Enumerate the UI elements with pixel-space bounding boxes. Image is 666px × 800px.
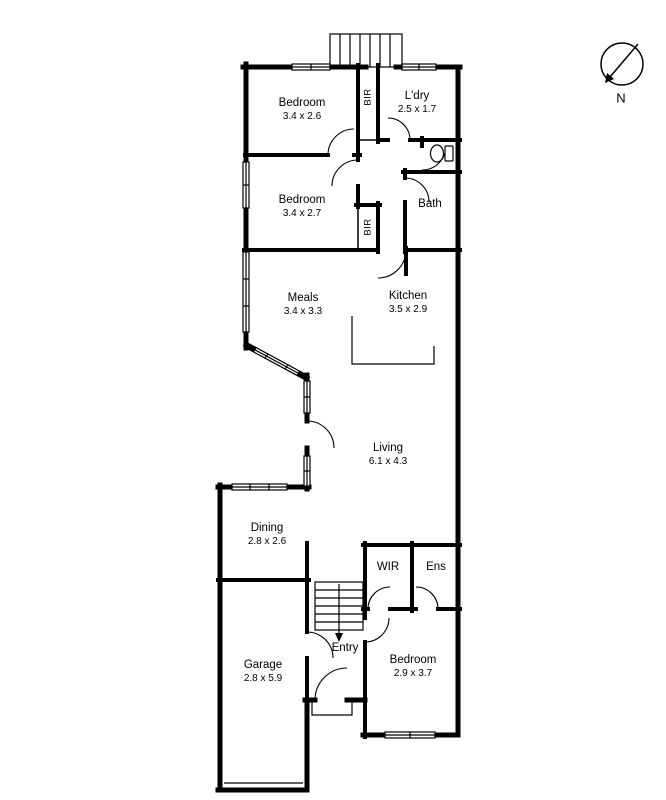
- room-label-kitchen: Kitchen 3.5 x 2.9: [389, 290, 427, 316]
- room-dims: 3.4 x 3.3: [283, 305, 323, 317]
- room-name: L'dry: [404, 90, 430, 103]
- room-dims: 3.4 x 2.6: [282, 110, 322, 122]
- room-name: Bath: [418, 198, 442, 211]
- room-name: Garage: [243, 659, 283, 672]
- room-label-garage: Garage 2.8 x 5.9: [244, 659, 282, 685]
- compass-north-label: N: [616, 90, 626, 106]
- room-label-dining: Dining 2.8 x 2.6: [248, 522, 286, 548]
- room-name: Meals: [287, 292, 319, 305]
- room-label-laundry: L'dry 2.5 x 1.7: [398, 90, 436, 116]
- room-label-bedroom-2: Bedroom 3.4 x 2.7: [279, 194, 326, 220]
- toilet-icon: [429, 144, 454, 163]
- room-dims: 2.5 x 1.7: [397, 103, 437, 115]
- room-label-bath: Bath: [418, 198, 442, 212]
- porch-step: [311, 700, 353, 716]
- room-name: BIR: [362, 218, 374, 236]
- room-name: Bedroom: [389, 654, 437, 667]
- room-label-bedroom-1: Bedroom 3.4 x 2.6: [279, 97, 326, 123]
- room-label-ensuite: Ens: [426, 561, 446, 575]
- room-name: WIR: [376, 561, 400, 574]
- room-name: Ens: [426, 561, 446, 574]
- room-name: Bedroom: [278, 97, 326, 110]
- room-dims: 3.5 x 2.9: [388, 303, 428, 315]
- robe-slider-lines: [357, 139, 378, 250]
- room-name: Entry: [331, 642, 359, 655]
- windows: [231, 63, 437, 739]
- room-label-entry: Entry: [332, 642, 359, 656]
- stairs-entry: [314, 581, 364, 642]
- room-label-bir-1: BIR: [362, 88, 373, 105]
- compass-icon: [600, 42, 644, 86]
- room-name: Bedroom: [278, 194, 326, 207]
- exterior-walls: [215, 61, 463, 793]
- room-dims: 6.1 x 4.3: [368, 455, 408, 467]
- room-dims: 2.9 x 3.7: [393, 667, 433, 679]
- room-label-wir: WIR: [377, 561, 399, 575]
- interior-walls: [216, 63, 462, 739]
- room-name: BIR: [362, 88, 374, 106]
- room-name: Dining: [250, 522, 284, 535]
- room-name: Living: [372, 442, 404, 455]
- stairs-top: [329, 33, 403, 68]
- kitchen-counter: [351, 316, 435, 365]
- room-dims: 2.8 x 2.6: [247, 535, 287, 547]
- door-arcs: [306, 66, 447, 701]
- room-label-bir-2: BIR: [362, 218, 373, 235]
- room-dims: 3.4 x 2.7: [282, 207, 322, 219]
- room-label-meals: Meals 3.4 x 3.3: [284, 292, 322, 318]
- room-label-bedroom-3: Bedroom 2.9 x 3.7: [390, 654, 437, 680]
- room-name: Kitchen: [388, 290, 428, 303]
- room-label-living: Living 6.1 x 4.3: [369, 442, 407, 468]
- room-dims: 2.8 x 5.9: [243, 672, 283, 684]
